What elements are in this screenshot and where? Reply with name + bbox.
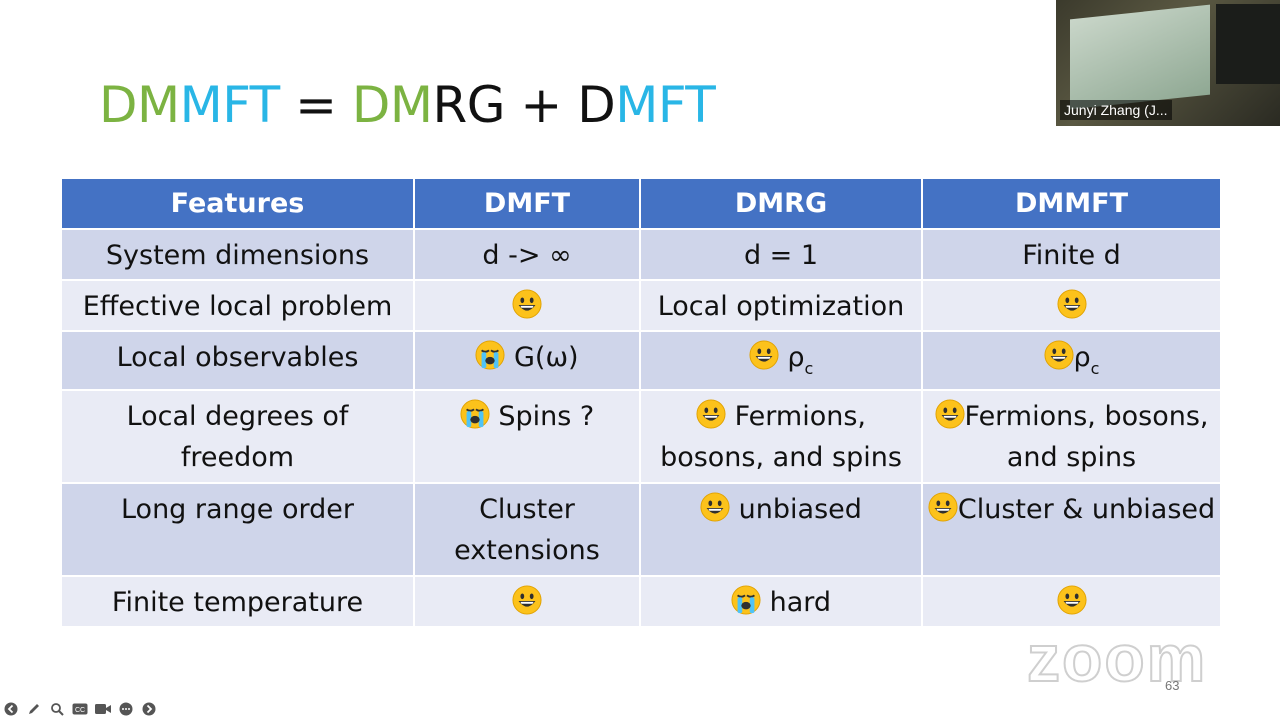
grinning-face-icon bbox=[928, 492, 958, 522]
dmmft-cell: Finite d bbox=[921, 228, 1222, 281]
comparison-table: Features DMFT DMRG DMMFT System dimensio… bbox=[60, 177, 1222, 628]
loudly-crying-face-icon bbox=[475, 340, 505, 370]
dmrg-cell: Fermions, bosons, and spins bbox=[639, 389, 923, 484]
svg-text:CC: CC bbox=[75, 707, 85, 714]
table-row: Finite temperature hard bbox=[60, 575, 1222, 628]
dmrg-cell: Local optimization bbox=[639, 279, 923, 332]
dmft-value: G(ω) bbox=[513, 342, 579, 373]
title-part-dm-2: DM bbox=[351, 76, 433, 134]
zoom-watermark: zoom bbox=[1026, 620, 1208, 696]
table-row: Effective local problem Local optimizati… bbox=[60, 279, 1222, 332]
dmft-cell: G(ω) bbox=[413, 330, 641, 391]
forward-arrow-icon[interactable] bbox=[140, 700, 158, 718]
header-dmmft: DMMFT bbox=[921, 177, 1222, 230]
title-part-d: D bbox=[577, 76, 616, 134]
grinning-face-icon bbox=[512, 289, 542, 319]
presentation-toolbar: CC bbox=[2, 700, 158, 718]
header-dmrg: DMRG bbox=[639, 177, 923, 230]
dmft-cell: Cluster extensions bbox=[413, 482, 641, 577]
table-header-row: Features DMFT DMRG DMMFT bbox=[60, 177, 1222, 230]
more-icon[interactable] bbox=[117, 700, 135, 718]
header-dmft: DMFT bbox=[413, 177, 641, 230]
grinning-face-icon bbox=[1056, 585, 1087, 615]
grinning-face-icon bbox=[749, 340, 779, 370]
dmrg-cell: d = 1 bbox=[639, 228, 923, 281]
pen-icon[interactable] bbox=[25, 700, 43, 718]
dmrg-value: hard bbox=[769, 587, 832, 618]
grinning-face-icon bbox=[512, 585, 542, 615]
title-part-equals: = bbox=[279, 76, 352, 134]
dmrg-cell: hard bbox=[639, 575, 923, 628]
table-row: Long range order Cluster extensions unbi… bbox=[60, 482, 1222, 577]
participant-video-thumbnail[interactable]: Junyi Zhang (J... bbox=[1056, 0, 1280, 126]
title-part-mft-2: MFT bbox=[615, 76, 716, 134]
captions-icon[interactable]: CC bbox=[71, 700, 89, 718]
table-row: Local degrees of freedom Spins ? Fermion… bbox=[60, 389, 1222, 484]
dmrg-subscript: c bbox=[804, 359, 814, 378]
loudly-crying-face-icon bbox=[460, 399, 490, 429]
title-part-rg: RG bbox=[432, 76, 506, 134]
dmmft-cell bbox=[921, 575, 1222, 628]
back-arrow-icon[interactable] bbox=[2, 700, 20, 718]
loudly-crying-face-icon bbox=[731, 585, 761, 615]
dmmft-cell: Fermions, bosons, and spins bbox=[921, 389, 1222, 484]
table-row: System dimensions d -> ∞ d = 1 Finite d bbox=[60, 228, 1222, 281]
dmmft-value: Cluster & unbiased bbox=[957, 494, 1216, 525]
table-row: Local observables G(ω) ρc ρc bbox=[60, 330, 1222, 391]
dmmft-cell: Cluster & unbiased bbox=[921, 482, 1222, 577]
title-part-mft: MFT bbox=[179, 76, 281, 134]
feature-cell: Local degrees of freedom bbox=[60, 389, 415, 484]
blackboard-image bbox=[1216, 4, 1280, 84]
dmrg-value: Fermions, bosons, and spins bbox=[660, 401, 902, 473]
dmmft-value: Fermions, bosons, and spins bbox=[964, 401, 1209, 473]
title-part-dm: DM bbox=[99, 76, 180, 134]
video-icon[interactable] bbox=[94, 700, 112, 718]
feature-cell: Effective local problem bbox=[60, 279, 415, 332]
title-part-plus: + bbox=[505, 76, 578, 134]
feature-cell: Long range order bbox=[60, 482, 415, 577]
dmmft-subscript: c bbox=[1090, 359, 1100, 378]
slide-number: 63 bbox=[1165, 678, 1180, 693]
dmrg-cell: ρc bbox=[639, 330, 923, 391]
dmrg-cell: unbiased bbox=[639, 482, 923, 577]
zoom-icon[interactable] bbox=[48, 700, 66, 718]
dmmft-value: ρ bbox=[1073, 342, 1091, 373]
grinning-face-icon bbox=[1056, 289, 1087, 319]
header-features: Features bbox=[60, 177, 415, 230]
dmrg-value: ρ bbox=[787, 342, 805, 373]
slide-title: DMMFT = DMRG + DMFT bbox=[99, 74, 716, 136]
dmft-cell bbox=[413, 575, 641, 628]
dmft-cell: d -> ∞ bbox=[413, 228, 641, 281]
grinning-face-icon bbox=[700, 492, 730, 522]
projected-slide-image bbox=[1070, 4, 1210, 110]
dmft-value: Spins ? bbox=[498, 401, 595, 432]
dmrg-value: unbiased bbox=[738, 494, 862, 525]
grinning-face-icon bbox=[1044, 340, 1074, 370]
grinning-face-icon bbox=[696, 399, 726, 429]
feature-cell: Local observables bbox=[60, 330, 415, 391]
dmmft-cell: ρc bbox=[921, 330, 1222, 391]
dmmft-cell bbox=[921, 279, 1222, 332]
dmft-cell: Spins ? bbox=[413, 389, 641, 484]
participant-name-label: Junyi Zhang (J... bbox=[1060, 100, 1172, 120]
feature-cell: Finite temperature bbox=[60, 575, 415, 628]
dmft-cell bbox=[413, 279, 641, 332]
feature-cell: System dimensions bbox=[60, 228, 415, 281]
grinning-face-icon bbox=[934, 399, 965, 429]
